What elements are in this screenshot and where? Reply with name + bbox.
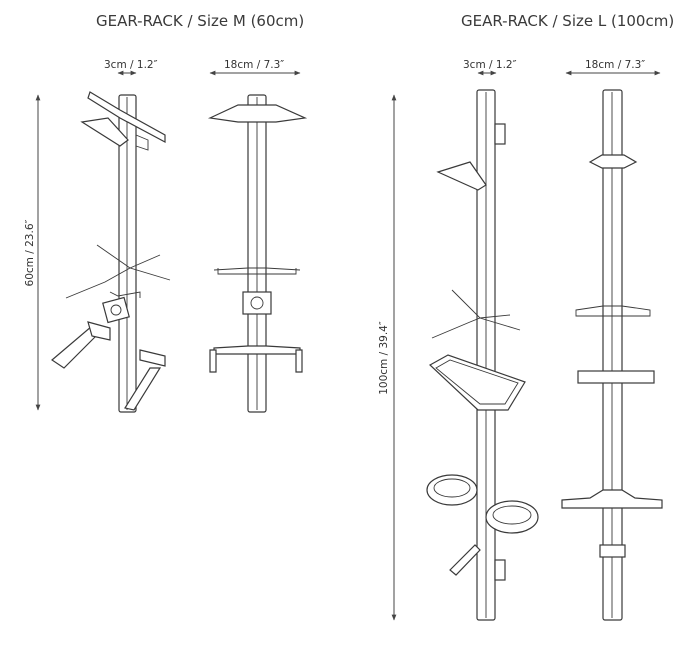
size-l-arm-width-label: 18cm / 7.3″ [585, 59, 646, 71]
size-m-pole-width-label: 3cm / 1.2″ [104, 59, 158, 71]
size-l-perspective-view [426, 89, 539, 621]
size-m-title: GEAR-RACK / Size M (60cm) [96, 12, 305, 30]
size-m-arm-width-label: 18cm / 7.3″ [224, 59, 285, 71]
size-l-pole-width-label: 3cm / 1.2″ [463, 59, 517, 71]
size-m-perspective-view [51, 91, 171, 413]
size-l-front-view [561, 89, 663, 621]
size-l-title: GEAR-RACK / Size L (100cm) [461, 12, 675, 30]
size-m-front-view [207, 94, 308, 413]
